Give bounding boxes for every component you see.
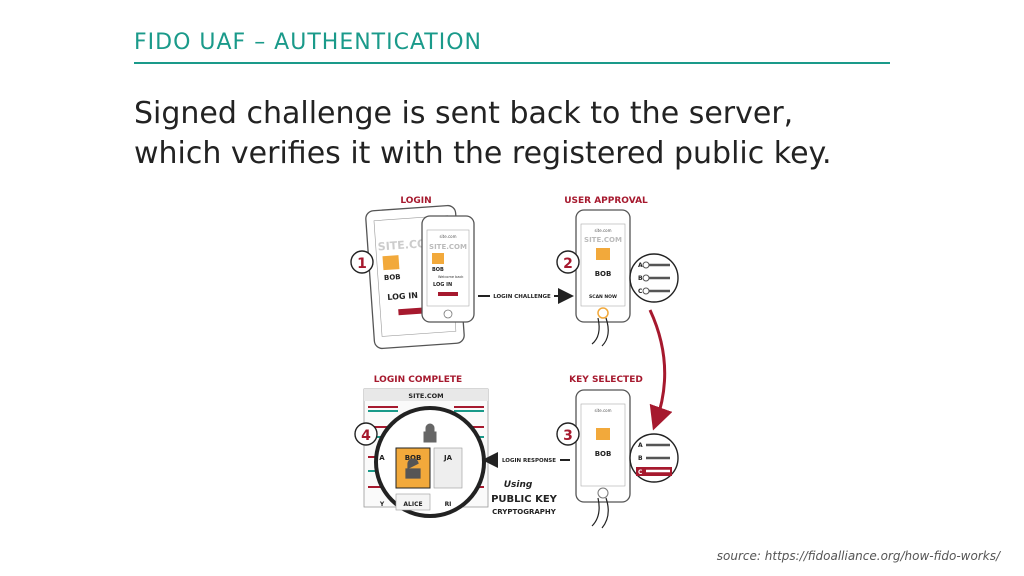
step-2-user-approval: USER APPROVAL site.com SITE.COM BOB SCAN… <box>556 196 679 347</box>
step-1-number: 1 <box>357 256 367 272</box>
unlocked-user-label: BOB <box>405 454 422 462</box>
login-response-arrow: LOGIN RESPONSE <box>482 452 570 468</box>
fingerprint-button <box>597 307 609 319</box>
step-4-title: LOGIN COMPLETE <box>374 375 462 385</box>
hand-icon <box>591 497 609 529</box>
login-response-label: LOGIN RESPONSE <box>502 458 556 464</box>
fido-authentication-diagram: LOGIN SITE.COM BOB LOG IN site.com SITE.… <box>350 196 679 529</box>
fingerprint-button <box>597 487 609 499</box>
headline-line-1: Signed challenge is sent back to the ser… <box>134 96 794 131</box>
locked-padlock-icon <box>423 423 437 443</box>
phone-icon: site.com SITE.COM BOB Welcome back LOG I… <box>421 215 475 323</box>
headline-line-2: which verifies it with the registered pu… <box>134 136 832 171</box>
step-3-title: KEY SELECTED <box>569 375 643 385</box>
key-label-c: C <box>638 469 643 476</box>
phone-url: site.com <box>594 228 611 233</box>
step-1-login: LOGIN SITE.COM BOB LOG IN site.com SITE.… <box>350 196 475 350</box>
key-icon <box>646 263 670 293</box>
login-challenge-label: LOGIN CHALLENGE <box>493 294 551 300</box>
step-1-title: LOGIN <box>400 196 431 206</box>
step-2-number: 2 <box>563 256 573 272</box>
using-label: Using <box>504 480 533 490</box>
public-key-caption: Using PUBLIC KEY CRYPTOGRAPHY <box>491 480 558 516</box>
approval-to-selection-arrow <box>648 309 673 431</box>
key-label-b: B <box>638 275 643 282</box>
key-label-a: A <box>638 442 643 449</box>
cryptography-label: CRYPTOGRAPHY <box>492 508 557 516</box>
magnifier-lens: BOB ALICE JA A Y RI <box>374 406 486 518</box>
step-2-badge <box>556 250 580 274</box>
key-icon <box>646 443 670 460</box>
partial-user-label: A <box>379 454 385 462</box>
headline: Signed challenge is sent back to the ser… <box>134 94 934 174</box>
phone-welcome-label: Welcome back <box>438 275 464 279</box>
step-3-number: 3 <box>563 428 573 444</box>
public-key-label: PUBLIC KEY <box>491 494 558 505</box>
source-citation: source: https://fidoalliance.org/how-fid… <box>716 549 1000 563</box>
unlocked-padlock-icon <box>405 458 421 479</box>
key-list-magnifier: A B C <box>629 433 679 483</box>
key-list-magnifier: A B C <box>629 253 679 303</box>
phone-url: site.com <box>594 408 611 413</box>
step-4-number: 4 <box>361 428 371 444</box>
hand-icon <box>591 317 609 347</box>
phone-user-label: BOB <box>595 270 612 278</box>
phone-user-label: BOB <box>595 450 612 458</box>
partial-user-label: Y <box>379 501 385 508</box>
other-user-label: ALICE <box>403 501 422 508</box>
phone-icon: site.com BOB <box>575 389 631 529</box>
phone-user-label: BOB <box>432 267 444 273</box>
tablet-user-label: BOB <box>384 273 401 282</box>
step-4-badge <box>354 422 378 446</box>
server-site-label: SITE.COM <box>408 392 443 400</box>
section-title: FIDO UAF – AUTHENTICATION <box>134 30 483 55</box>
partial-user-label: RI <box>445 501 452 508</box>
phone-site-label: SITE.COM <box>584 236 622 244</box>
step-2-title: USER APPROVAL <box>564 196 648 206</box>
partial-user-label: JA <box>443 454 453 462</box>
phone-url: site.com <box>439 234 456 239</box>
title-divider <box>134 62 890 64</box>
login-challenge-arrow: LOGIN CHALLENGE <box>478 288 574 304</box>
key-label-b: B <box>638 455 643 462</box>
phone-site-label: SITE.COM <box>429 243 467 251</box>
step-3-badge <box>556 422 580 446</box>
step-1-badge <box>350 250 374 274</box>
scan-now-label: SCAN NOW <box>589 294 617 300</box>
step-3-key-selected: KEY SELECTED site.com BOB A B C 3 <box>556 375 679 529</box>
phone-login-label: LOG IN <box>433 282 452 288</box>
tablet-login-label: LOG IN <box>387 291 418 302</box>
phone-icon: site.com SITE.COM BOB SCAN NOW <box>575 209 631 347</box>
step-4-login-complete: LOGIN COMPLETE SITE.COM BOB ALICE JA A Y… <box>354 375 489 518</box>
key-label-c: C <box>638 288 643 295</box>
key-label-a: A <box>638 262 643 269</box>
